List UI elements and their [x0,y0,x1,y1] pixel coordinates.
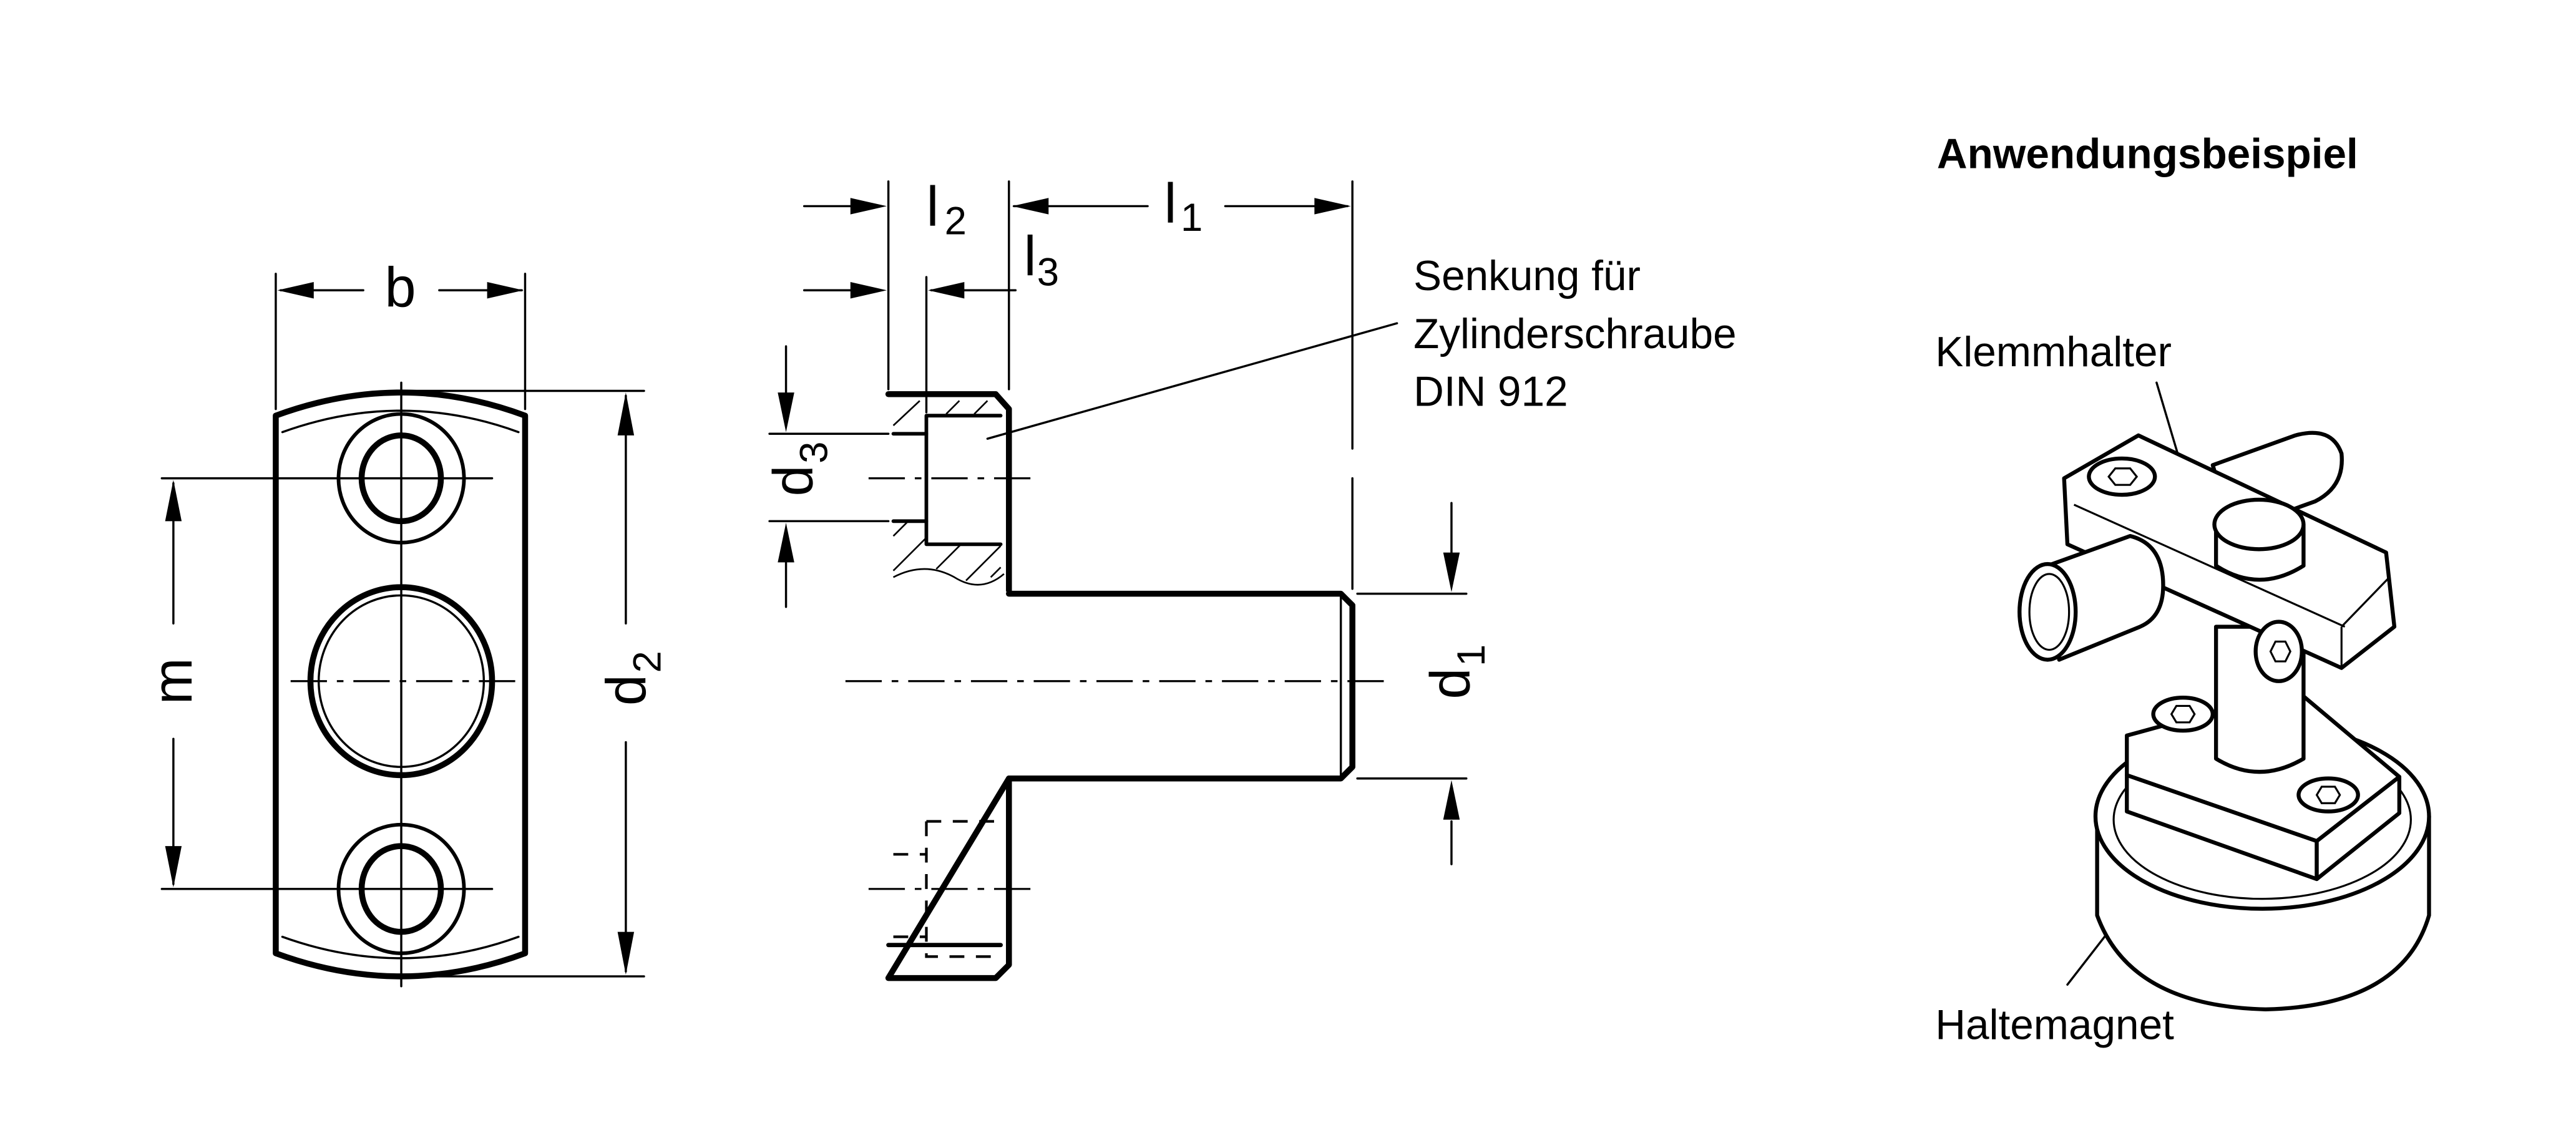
dimension-d3: d 3 [763,345,890,608]
svg-text:2: 2 [625,651,669,673]
side-view: l 2 l 1 l 3 [763,173,1737,981]
dimension-d1: d 1 [1356,502,1493,865]
svg-text:2: 2 [945,199,967,243]
dimension-d2: d 2 [400,389,670,978]
dimension-l2: l 2 [803,176,1010,391]
dim-label-l2: l 2 [926,176,966,243]
counterbore-callout: Senkung für Zylinderschraube DIN 912 [1413,253,1737,415]
callout-leader-line [986,322,1398,440]
application-example-title: Anwendungsbeispiel [1937,131,2358,178]
dim-label-b: b [385,257,416,319]
front-view-outline [273,389,529,980]
dim-label-m: m [142,658,204,704]
dim-label-l1: l 1 [1164,173,1203,240]
dimension-b: b [275,257,527,411]
front-view: b m d 2 [142,257,670,988]
svg-text:1: 1 [1450,644,1493,666]
dim-label-d2: d 2 [596,651,670,706]
clamp-holder-illustration [2017,430,2397,683]
callout-line-2: Zylinderschraube [1413,311,1737,357]
svg-text:d: d [1420,668,1482,699]
dim-label-d3: d 3 [763,442,836,497]
dimension-l1: l 1 [1012,173,1354,590]
callout-line-3: DIN 912 [1413,368,1568,415]
svg-text:l: l [1024,226,1037,288]
magnet-label: Haltemagnet [1935,1001,2174,1048]
svg-text:l: l [1164,173,1177,235]
counterbore-section [891,400,1005,586]
dim-label-d1: d 1 [1420,644,1493,699]
dim-label-l3: l 3 [1024,226,1059,294]
callout-line-1: Senkung für [1413,253,1641,299]
svg-text:d: d [596,674,658,706]
shaft-outline [1006,590,1355,782]
dimension-m: m [142,480,204,888]
svg-text:3: 3 [1037,250,1059,294]
hidden-counterbore [886,820,1003,958]
clamp-label: Klemmhalter [1935,329,2172,376]
svg-text:3: 3 [793,442,836,464]
flange-outline [885,391,1012,981]
svg-text:1: 1 [1181,196,1203,240]
dimension-l3: l 3 [803,226,1059,414]
application-example: Anwendungsbeispiel Klemmhalter Haltemagn… [1935,131,2431,1048]
svg-text:l: l [926,176,939,238]
svg-text:d: d [763,465,825,496]
